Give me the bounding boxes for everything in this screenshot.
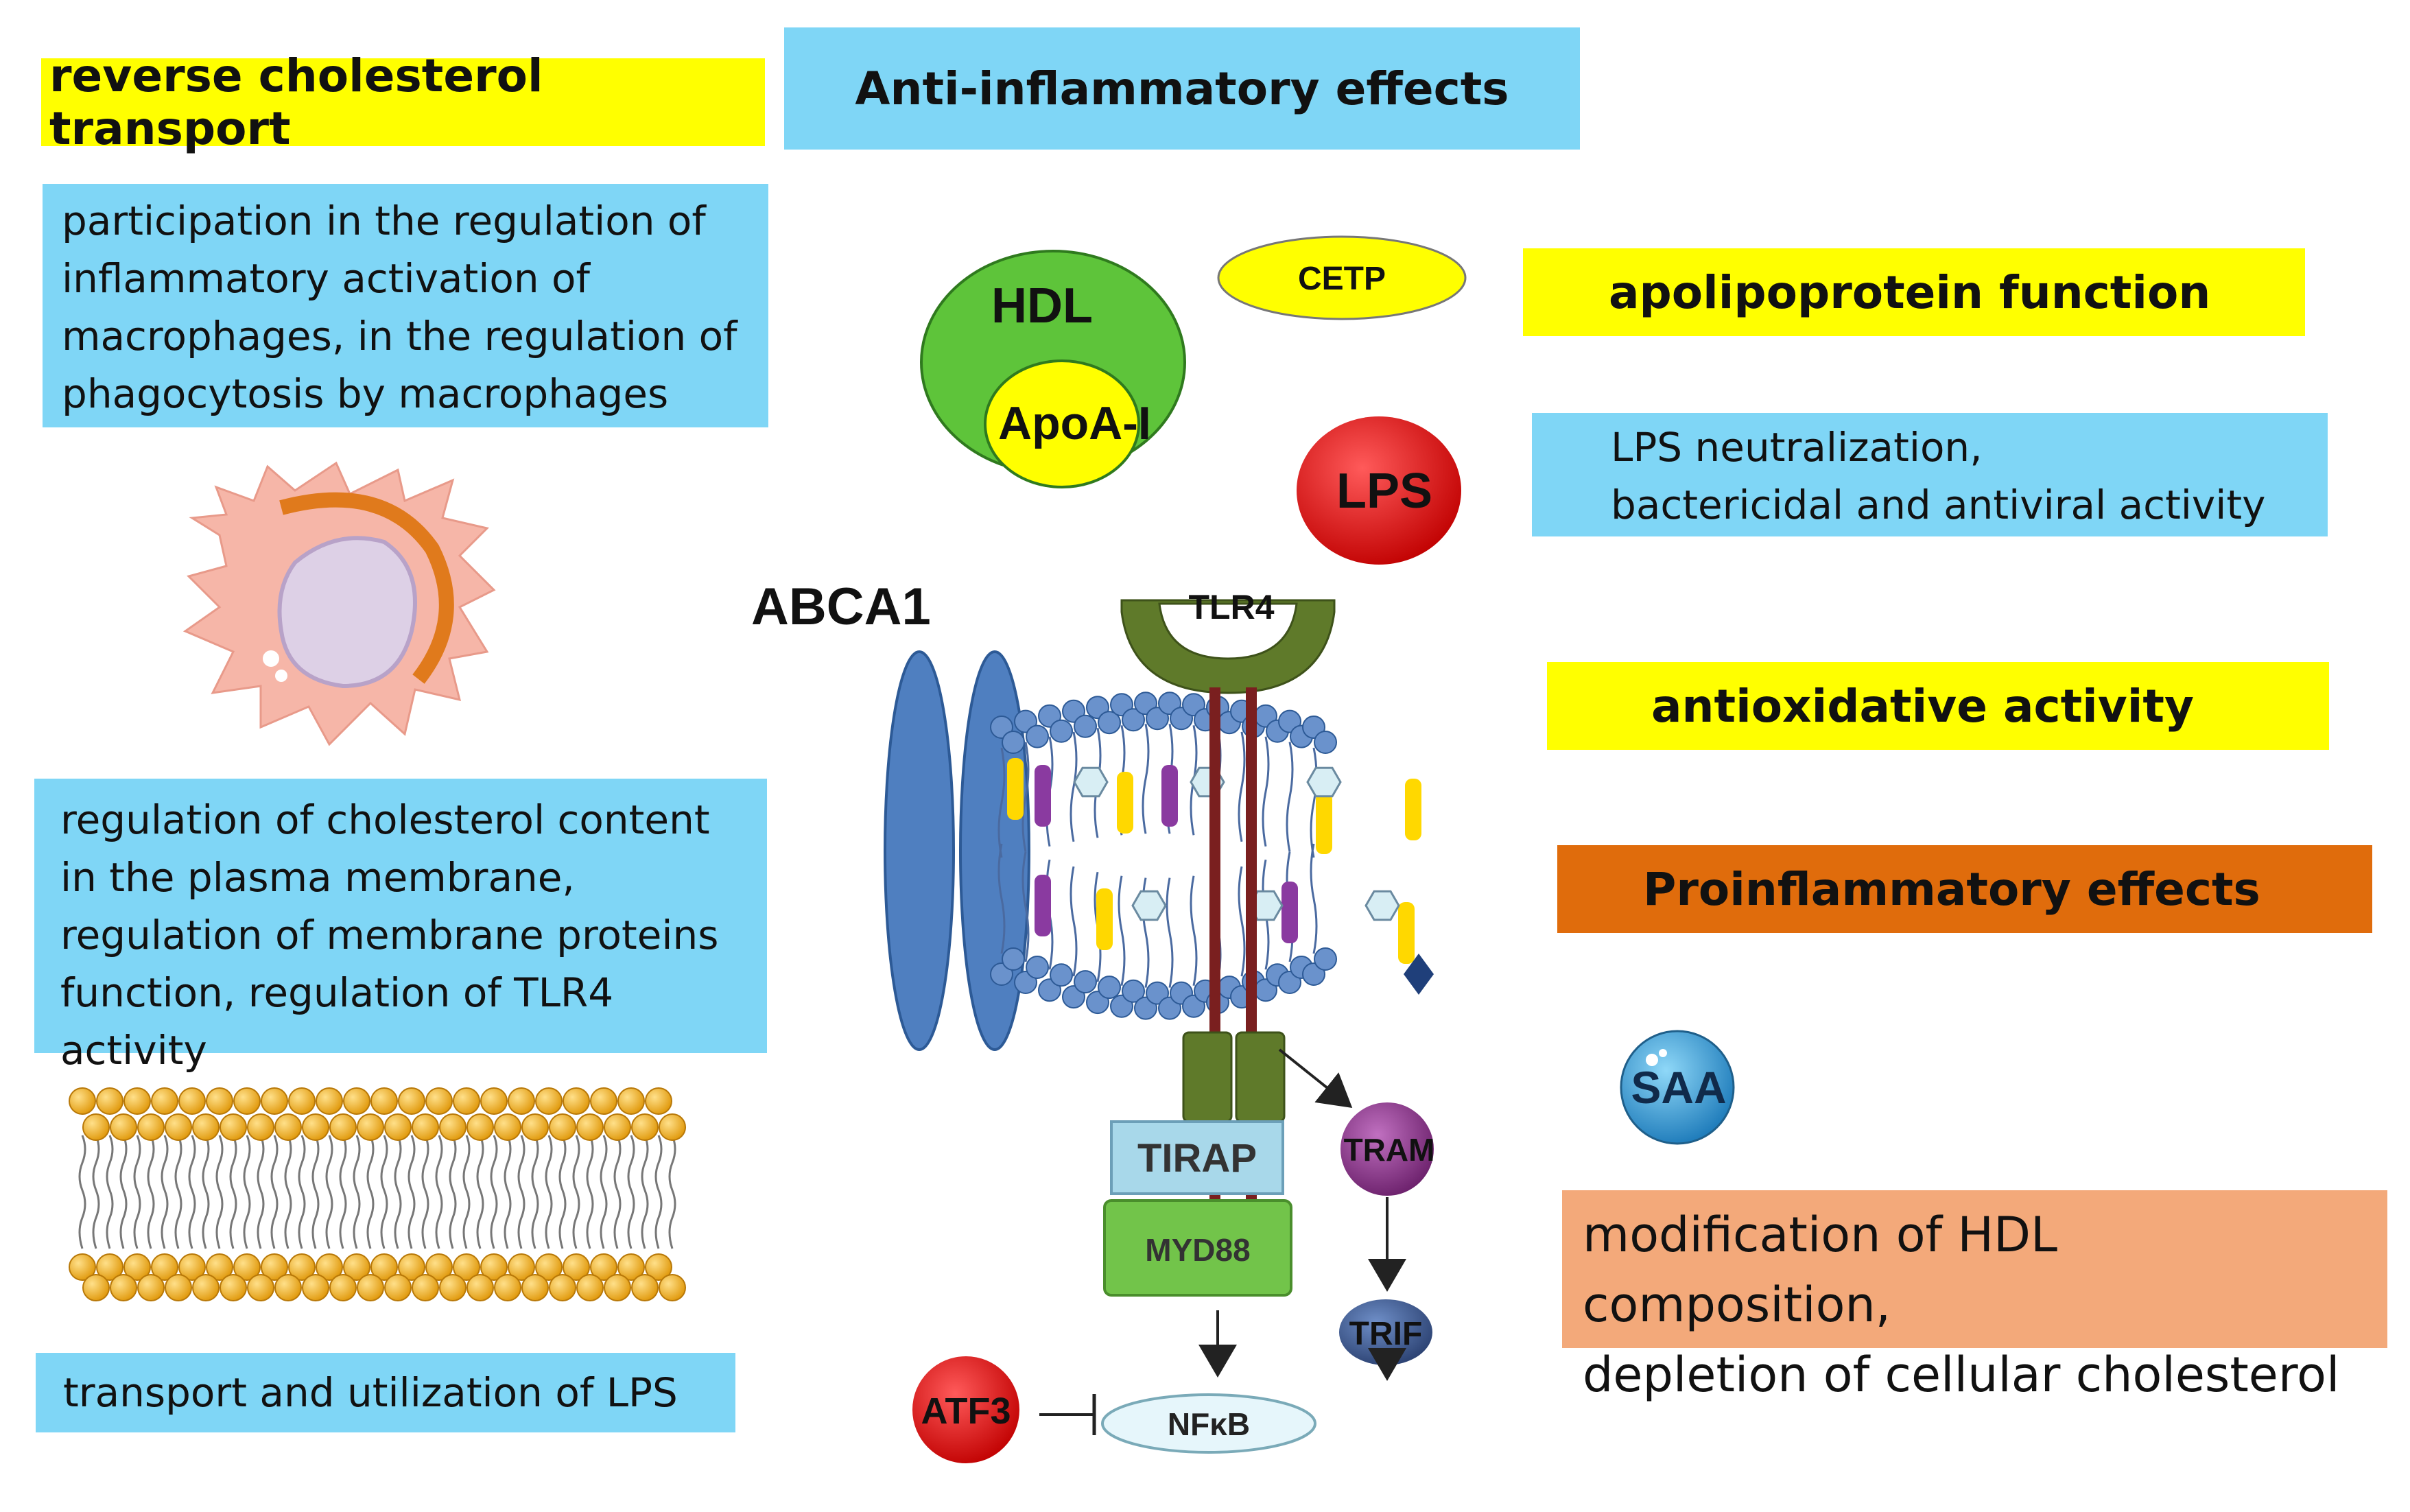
atf3-label: ATF3 [921,1391,1011,1432]
macrophage-regulation-text: participation in the regulation of infla… [43,184,768,427]
trif-ball [1339,1299,1432,1365]
anti-inflammatory-header: Anti-inflammatory effects [784,27,1580,150]
apolipoprotein-function-header: apolipoprotein function [1523,248,2305,336]
lps-label: LPS [1336,464,1432,519]
cetp-label: CETP [1298,261,1386,297]
tir-to-tram-arrow [1278,1048,1353,1108]
cholesterol-content-text: regulation of cholesterol content in the… [34,779,767,1074]
nfkb-oval [1101,1393,1316,1454]
lps-ball [1297,416,1461,565]
proinflammatory-header: Proinflammatory effects [1557,845,2372,933]
tram-label: TRAM [1344,1132,1435,1168]
nfkb-label: NFκB [1168,1406,1250,1442]
antioxidative-activity-header: antioxidative activity [1547,662,2329,750]
abca1-label: ABCA1 [751,578,931,636]
myd88-label: MYD88 [1145,1232,1250,1268]
tirap-box [1110,1120,1284,1195]
macrophage-illustration [182,461,496,746]
hdl-modification-text: modification of HDL composition, depleti… [1562,1190,2387,1403]
saa-label: SAA [1631,1062,1726,1113]
hdl-label: HDL [991,279,1093,333]
abca1-transporter-left [884,650,955,1051]
reverse-cholesterol-transport-header: reverse cholesterol transport [41,49,765,155]
cetp-oval [1217,235,1467,320]
lps-transport-text: transport and utilization of LPS [36,1353,735,1432]
tlr4-tir-domain-right [1235,1031,1286,1123]
saa-ball: SAA [1620,1030,1735,1145]
tlr4-receptor-head [1120,599,1336,694]
apoa-i-particle [984,359,1140,488]
tlr4-signaling-diagram: HDL ApoA-I CETP LPS ABCA1 TLR4 TIRAP MYD… [751,235,1467,1463]
trif-label: TRIF [1349,1316,1423,1352]
atf3-ball [912,1356,1019,1463]
tram-ball [1340,1102,1434,1196]
lps-neutralization-text: LPS neutralization, bactericidal and ant… [1532,413,2328,536]
tlr4-label: TLR4 [1189,588,1275,626]
tirap-label: TIRAP [1137,1136,1257,1181]
lipid-bilayer-illustration [69,1087,686,1301]
myd88-box [1103,1199,1292,1297]
tlr4-tir-domain-left [1182,1031,1233,1123]
apoa-i-label: ApoA-I [998,397,1151,449]
